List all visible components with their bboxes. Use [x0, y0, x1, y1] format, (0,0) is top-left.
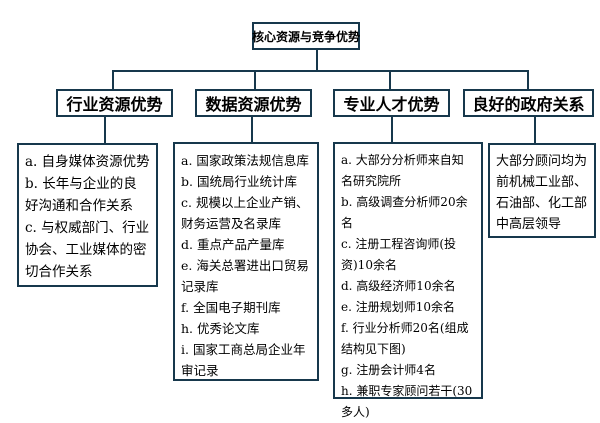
- connector-drop-data: [254, 70, 256, 89]
- connector-stem-government: [534, 116, 536, 143]
- detail-box-government-relations: 大部分顾问均为前机械工业部、石油部、化工部中高层领导: [488, 143, 596, 238]
- list-item: a. 大部分分析师来自知名研究院所: [341, 153, 464, 188]
- list-item: c. 规模以上企业产销、财务运营及名录库: [181, 195, 309, 231]
- org-chart: 核心资源与竞争优势 行业资源优势 数据资源优势 专业人才优势 良好的政府关系 a…: [17, 22, 596, 419]
- detail-box-data-resources: a. 国家政策法规信息库 b. 国统局行业统计库 c. 规模以上企业产销、财务运…: [173, 142, 319, 381]
- branch-node-government-relations: 良好的政府关系: [463, 89, 594, 117]
- list-item: e. 海关总署进出口贸易记录库: [181, 258, 309, 294]
- connector-stem-industry: [104, 116, 106, 143]
- list-item: d. 重点产品产量库: [181, 237, 285, 252]
- list-item: a. 自身媒体资源优势: [25, 154, 150, 170]
- detail-box-talent: a. 大部分分析师来自知名研究院所 b. 高级调查分析师20余名 c. 注册工程…: [333, 142, 483, 419]
- list-item: c. 注册工程咨询师(投资)10余名: [341, 237, 457, 272]
- connector-drop-government: [527, 70, 529, 89]
- list-item: e. 注册规划师10余名: [341, 300, 456, 314]
- list-item: b. 高级调查分析师20余名: [341, 195, 468, 230]
- connector-horizontal-bus: [112, 70, 529, 72]
- connector-drop-talent: [389, 70, 391, 89]
- list-item: g. 注册会计师4名: [341, 363, 436, 377]
- list-item: f. 行业分析师20名(组成结构见下图): [341, 321, 469, 356]
- branch-node-industry-resources: 行业资源优势: [56, 89, 173, 117]
- list-item: h. 兼职专家顾问若干(30多人): [341, 384, 473, 419]
- detail-box-industry-resources: a. 自身媒体资源优势 b. 长年与企业的良好沟通和合作关系 c. 与权威部门、…: [17, 143, 158, 287]
- list-item: b. 长年与企业的良好沟通和合作关系: [25, 176, 137, 214]
- list-item: b. 国统局行业统计库: [181, 174, 297, 189]
- list-item: f. 全国电子期刊库: [181, 300, 281, 315]
- branch-node-talent: 专业人才优势: [333, 89, 450, 117]
- list-item: 大部分顾问均为前机械工业部、石油部、化工部中高层领导: [496, 154, 588, 232]
- connector-stem-talent: [391, 116, 393, 142]
- list-item: i. 国家工商总局企业年审记录: [181, 342, 306, 378]
- connector-root-stem: [316, 49, 318, 71]
- connector-drop-industry: [112, 70, 114, 89]
- list-item: d. 高级经济师10余名: [341, 279, 456, 293]
- branch-node-data-resources: 数据资源优势: [195, 89, 312, 117]
- connector-stem-data: [251, 116, 253, 142]
- list-item: c. 与权威部门、行业协会、工业媒体的密切合作关系: [25, 220, 150, 280]
- root-node: 核心资源与竞争优势: [252, 22, 360, 50]
- list-item: a. 国家政策法规信息库: [181, 153, 309, 168]
- list-item: h. 优秀论文库: [181, 321, 260, 336]
